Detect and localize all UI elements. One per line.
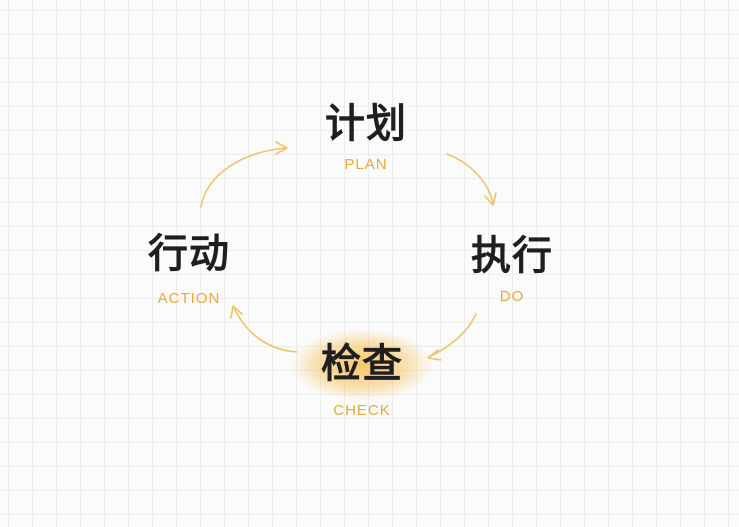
node-do: 执行 DO [432, 232, 592, 306]
check-title: 检查 [321, 341, 403, 387]
plan-title: 计划 [325, 101, 407, 147]
arrow-plan-to-do [446, 153, 494, 204]
action-subtitle: ACTION [157, 290, 221, 307]
plan-subtitle: PLAN [344, 156, 388, 173]
check-highlight-glow [292, 330, 432, 400]
arrow-check-to-action [233, 307, 298, 353]
arrowhead-plan-to-do [484, 192, 497, 206]
action-title: 行动 [148, 231, 230, 277]
node-check: 检查 CHECK [282, 340, 442, 420]
do-title: 执行 [471, 233, 553, 279]
node-action: 行动 ACTION [109, 230, 269, 308]
arrow-action-to-plan [200, 147, 287, 208]
do-subtitle: DO [499, 288, 525, 305]
arrowhead-action-to-plan [275, 141, 288, 155]
arrowhead-check-to-action [230, 305, 243, 319]
arrow-do-to-check [428, 313, 477, 358]
check-subtitle: CHECK [333, 402, 391, 419]
node-plan: 计划 PLAN [286, 100, 446, 174]
